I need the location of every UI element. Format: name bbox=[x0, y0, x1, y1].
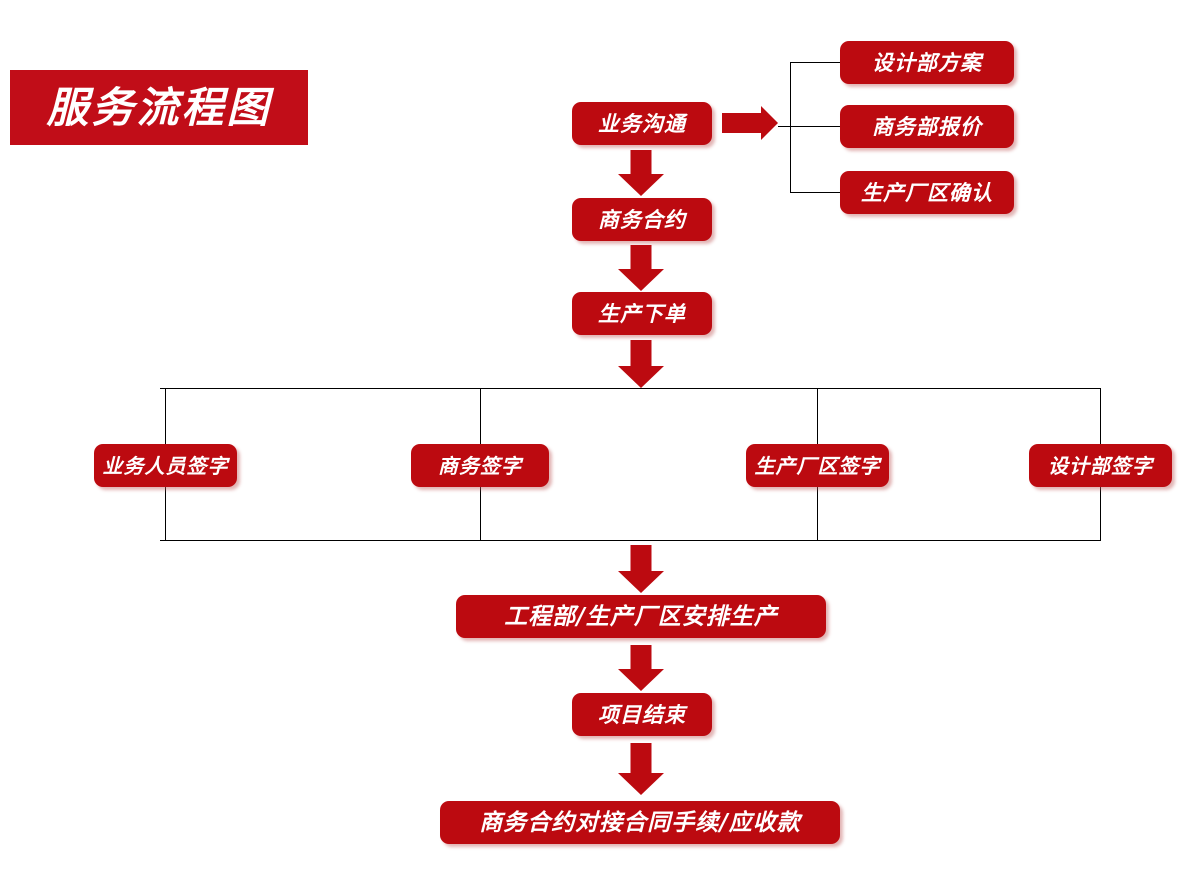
bracket-connector-rail-bottom bbox=[160, 540, 1100, 541]
bracket-connector-stub-branch-2 bbox=[778, 126, 840, 127]
node-label: 生产下单 bbox=[598, 301, 686, 326]
node-label: 商务合约对接合同手续/应收款 bbox=[479, 809, 801, 836]
node-label: 业务人员签字 bbox=[102, 453, 229, 478]
node-design-dept-proposal[interactable]: 设计部方案 bbox=[840, 41, 1014, 84]
arrow-down-icon bbox=[618, 545, 664, 593]
arrow-down-icon bbox=[618, 645, 664, 691]
bracket-connector-drop-bottom-1 bbox=[165, 487, 166, 541]
bracket-connector-stub-branch-1 bbox=[790, 62, 840, 63]
node-business-dept-quotation[interactable]: 商务部报价 bbox=[840, 105, 1014, 148]
bracket-connector-drop-top-4 bbox=[1100, 388, 1101, 444]
arrow-right-icon bbox=[722, 106, 778, 140]
bracket-connector-drop-top-2 bbox=[480, 388, 481, 444]
node-label: 商务签字 bbox=[438, 453, 522, 478]
node-label: 工程部/生产厂区安排生产 bbox=[504, 603, 778, 630]
node-engineering-production-arrangement[interactable]: 工程部/生产厂区安排生产 bbox=[456, 595, 826, 638]
node-factory-signature[interactable]: 生产厂区签字 bbox=[746, 444, 889, 487]
bracket-connector-drop-bottom-2 bbox=[480, 487, 481, 541]
node-business-communication[interactable]: 业务沟通 bbox=[572, 102, 712, 145]
node-contract-procedures-receivables[interactable]: 商务合约对接合同手续/应收款 bbox=[440, 801, 840, 844]
node-label: 商务部报价 bbox=[872, 114, 982, 139]
arrow-down-icon bbox=[618, 743, 664, 795]
bracket-connector-rail-top bbox=[160, 388, 1100, 389]
bracket-connector-stub-branch-3 bbox=[790, 192, 840, 193]
bracket-connector-drop-bottom-4 bbox=[1100, 487, 1101, 541]
node-design-dept-signature[interactable]: 设计部签字 bbox=[1029, 444, 1172, 487]
page-title-banner: 服务流程图 bbox=[10, 70, 308, 145]
node-label: 项目结束 bbox=[598, 702, 686, 727]
node-label: 商务合约 bbox=[598, 207, 686, 232]
node-label: 业务沟通 bbox=[598, 111, 686, 136]
page-title: 服务流程图 bbox=[46, 82, 272, 132]
arrow-down-icon bbox=[618, 340, 664, 388]
node-project-end[interactable]: 项目结束 bbox=[572, 693, 712, 736]
node-label: 设计部签字 bbox=[1048, 453, 1153, 478]
node-production-order[interactable]: 生产下单 bbox=[572, 292, 712, 335]
bracket-connector-drop-top-1 bbox=[165, 388, 166, 444]
node-label: 生产厂区签字 bbox=[754, 453, 881, 478]
bracket-connector-spine-branch bbox=[790, 62, 791, 193]
node-label: 生产厂区确认 bbox=[861, 180, 993, 205]
arrow-down-icon bbox=[618, 150, 664, 196]
node-sales-staff-signature[interactable]: 业务人员签字 bbox=[94, 444, 237, 487]
node-factory-confirmation[interactable]: 生产厂区确认 bbox=[840, 171, 1014, 214]
node-business-signature[interactable]: 商务签字 bbox=[411, 444, 549, 487]
bracket-connector-drop-top-3 bbox=[817, 388, 818, 444]
bracket-connector-drop-bottom-3 bbox=[817, 487, 818, 541]
arrow-down-icon bbox=[618, 245, 664, 291]
node-label: 设计部方案 bbox=[872, 50, 982, 75]
node-business-contract[interactable]: 商务合约 bbox=[572, 198, 712, 241]
